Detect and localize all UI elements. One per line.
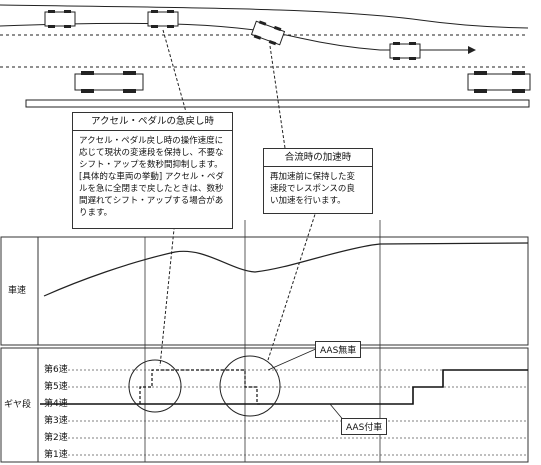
gear-tick-3: 第3速 [44, 416, 68, 426]
callout-merge-acceleration-body: 再加速前に保持した変 速段でレスポンスの良 い加速を行います。 [270, 172, 356, 206]
vehicle-speed-curve [43, 242, 529, 297]
speed-panel-frame [0, 236, 529, 346]
vehicle-right-lane [389, 42, 421, 60]
callout-accelerator-release-title: アクセル・ペダルの急戻し時 [73, 113, 232, 131]
legend-with-aas: AAS付車 [341, 418, 388, 435]
gear-line-with-aas [40, 369, 528, 405]
vehicle-bottom-right [467, 71, 531, 93]
gear-line-without-aas [139, 369, 262, 405]
gear-tick-4: 第4速 [44, 399, 68, 409]
gear-tick-1: 第1速 [44, 450, 68, 460]
legend-leader-without-aas [267, 347, 319, 371]
pointer-line-right-bottom [267, 204, 319, 361]
pointer-line-right-top [269, 45, 286, 149]
gear-panel-frame [0, 347, 529, 463]
highlight-circle-left [128, 359, 182, 413]
path-arrowhead [468, 46, 476, 54]
speed-panel-label: 車速 [8, 286, 27, 296]
gear-tick-6: 第6速 [44, 365, 68, 375]
highlight-circle-right [219, 355, 281, 417]
callout-accelerator-release-body: アクセル・ペダル戻し時の操作速度に 応じて現状の変速段を保持し、不要な シフト・… [79, 136, 224, 218]
vehicle-bottom-left [74, 71, 144, 93]
vehicle-top-left [44, 10, 76, 28]
gear-tick-5: 第5速 [44, 382, 68, 392]
pointer-line-left-top [162, 29, 187, 113]
gear-tick-2: 第2速 [44, 433, 68, 443]
callout-merge-acceleration-title: 合流時の加速時 [264, 149, 372, 167]
vehicle-merging [250, 20, 286, 46]
gear-panel-label: ギヤ段 [4, 400, 32, 410]
vehicle-top-middle [147, 10, 179, 28]
callout-merge-acceleration: 合流時の加速時 再加速前に保持した変 速段でレスポンスの良 い加速を行います。 [263, 148, 373, 214]
merge-lane-edge [0, 4, 529, 29]
road-shoulder [25, 99, 530, 108]
callout-accelerator-release: アクセル・ペダルの急戻し時 アクセル・ペダル戻し時の操作速度に 応じて現状の変速… [72, 112, 233, 229]
legend-without-aas: AAS無車 [315, 341, 362, 358]
